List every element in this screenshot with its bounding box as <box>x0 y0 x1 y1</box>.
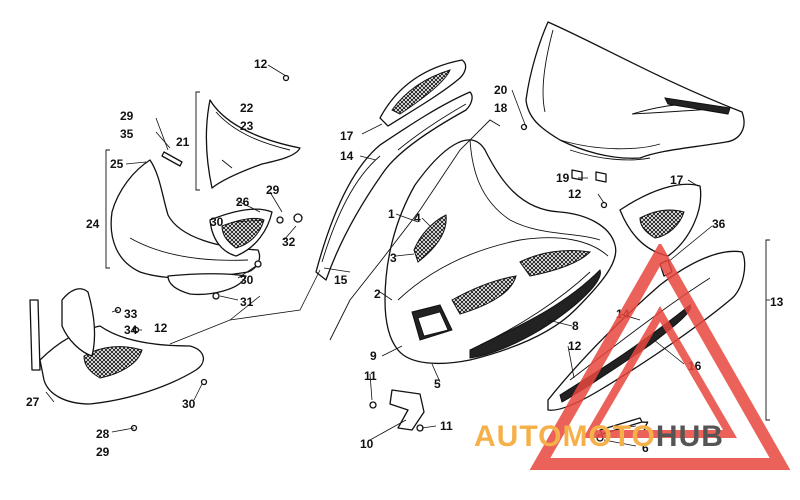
callout-4: 4 <box>414 211 421 225</box>
callout-12-left: 12 <box>154 321 168 335</box>
callout-28: 28 <box>96 427 110 441</box>
callout-30-bottom: 30 <box>182 397 196 411</box>
callout-12-hood: 12 <box>568 187 582 201</box>
callout-7: 7 <box>642 419 649 433</box>
windshield-part <box>525 21 745 161</box>
callout-19: 19 <box>556 171 570 185</box>
callout-2: 2 <box>374 287 381 301</box>
callout-9: 9 <box>370 349 377 363</box>
callout-30-top: 30 <box>210 215 224 229</box>
callout-31: 31 <box>240 295 254 309</box>
lower-skid-part <box>29 288 204 405</box>
callout-3: 3 <box>390 251 397 265</box>
callout-34: 34 <box>124 323 138 337</box>
callout-24: 24 <box>86 217 100 231</box>
callout-12-right: 12 <box>568 339 582 353</box>
callout-5: 5 <box>434 377 441 391</box>
callout-22: 22 <box>240 101 254 115</box>
callout-33: 33 <box>124 307 138 321</box>
callout-20: 20 <box>494 83 508 97</box>
callout-10: 10 <box>360 437 374 451</box>
callout-23: 23 <box>240 119 254 133</box>
callout-13: 13 <box>770 295 784 309</box>
callout-36: 36 <box>712 217 726 231</box>
callout-11-right: 11 <box>440 419 453 433</box>
callout-14-right: 14 <box>616 307 630 321</box>
callout-12-top: 12 <box>254 57 268 71</box>
callout-29-mid: 29 <box>266 183 280 197</box>
nose-piece-part <box>205 99 301 189</box>
callout-17-right: 17 <box>670 173 684 187</box>
callout-15: 15 <box>334 273 348 287</box>
side-strip-part <box>315 91 473 281</box>
callout-35: 35 <box>120 127 134 141</box>
callout-21: 21 <box>176 135 190 149</box>
callout-17-left: 17 <box>340 129 354 143</box>
callout-25: 25 <box>110 157 124 171</box>
callout-32: 32 <box>282 235 296 249</box>
callout-8: 8 <box>572 319 579 333</box>
callout-18: 18 <box>494 101 508 115</box>
callout-29-top: 29 <box>120 109 134 123</box>
callout-16: 16 <box>688 359 702 373</box>
callout-30-mid: 30 <box>240 273 254 287</box>
callout-14-left: 14 <box>340 149 354 163</box>
callout-26: 26 <box>236 195 250 209</box>
side-vent-part <box>619 183 702 257</box>
callout-1: 1 <box>388 207 395 221</box>
callout-11-left: 11 <box>364 369 377 383</box>
callout-27: 27 <box>26 395 40 409</box>
callout-6: 6 <box>642 441 649 455</box>
upper-vent-part <box>379 59 467 127</box>
callout-29-bottom: 29 <box>96 445 110 459</box>
